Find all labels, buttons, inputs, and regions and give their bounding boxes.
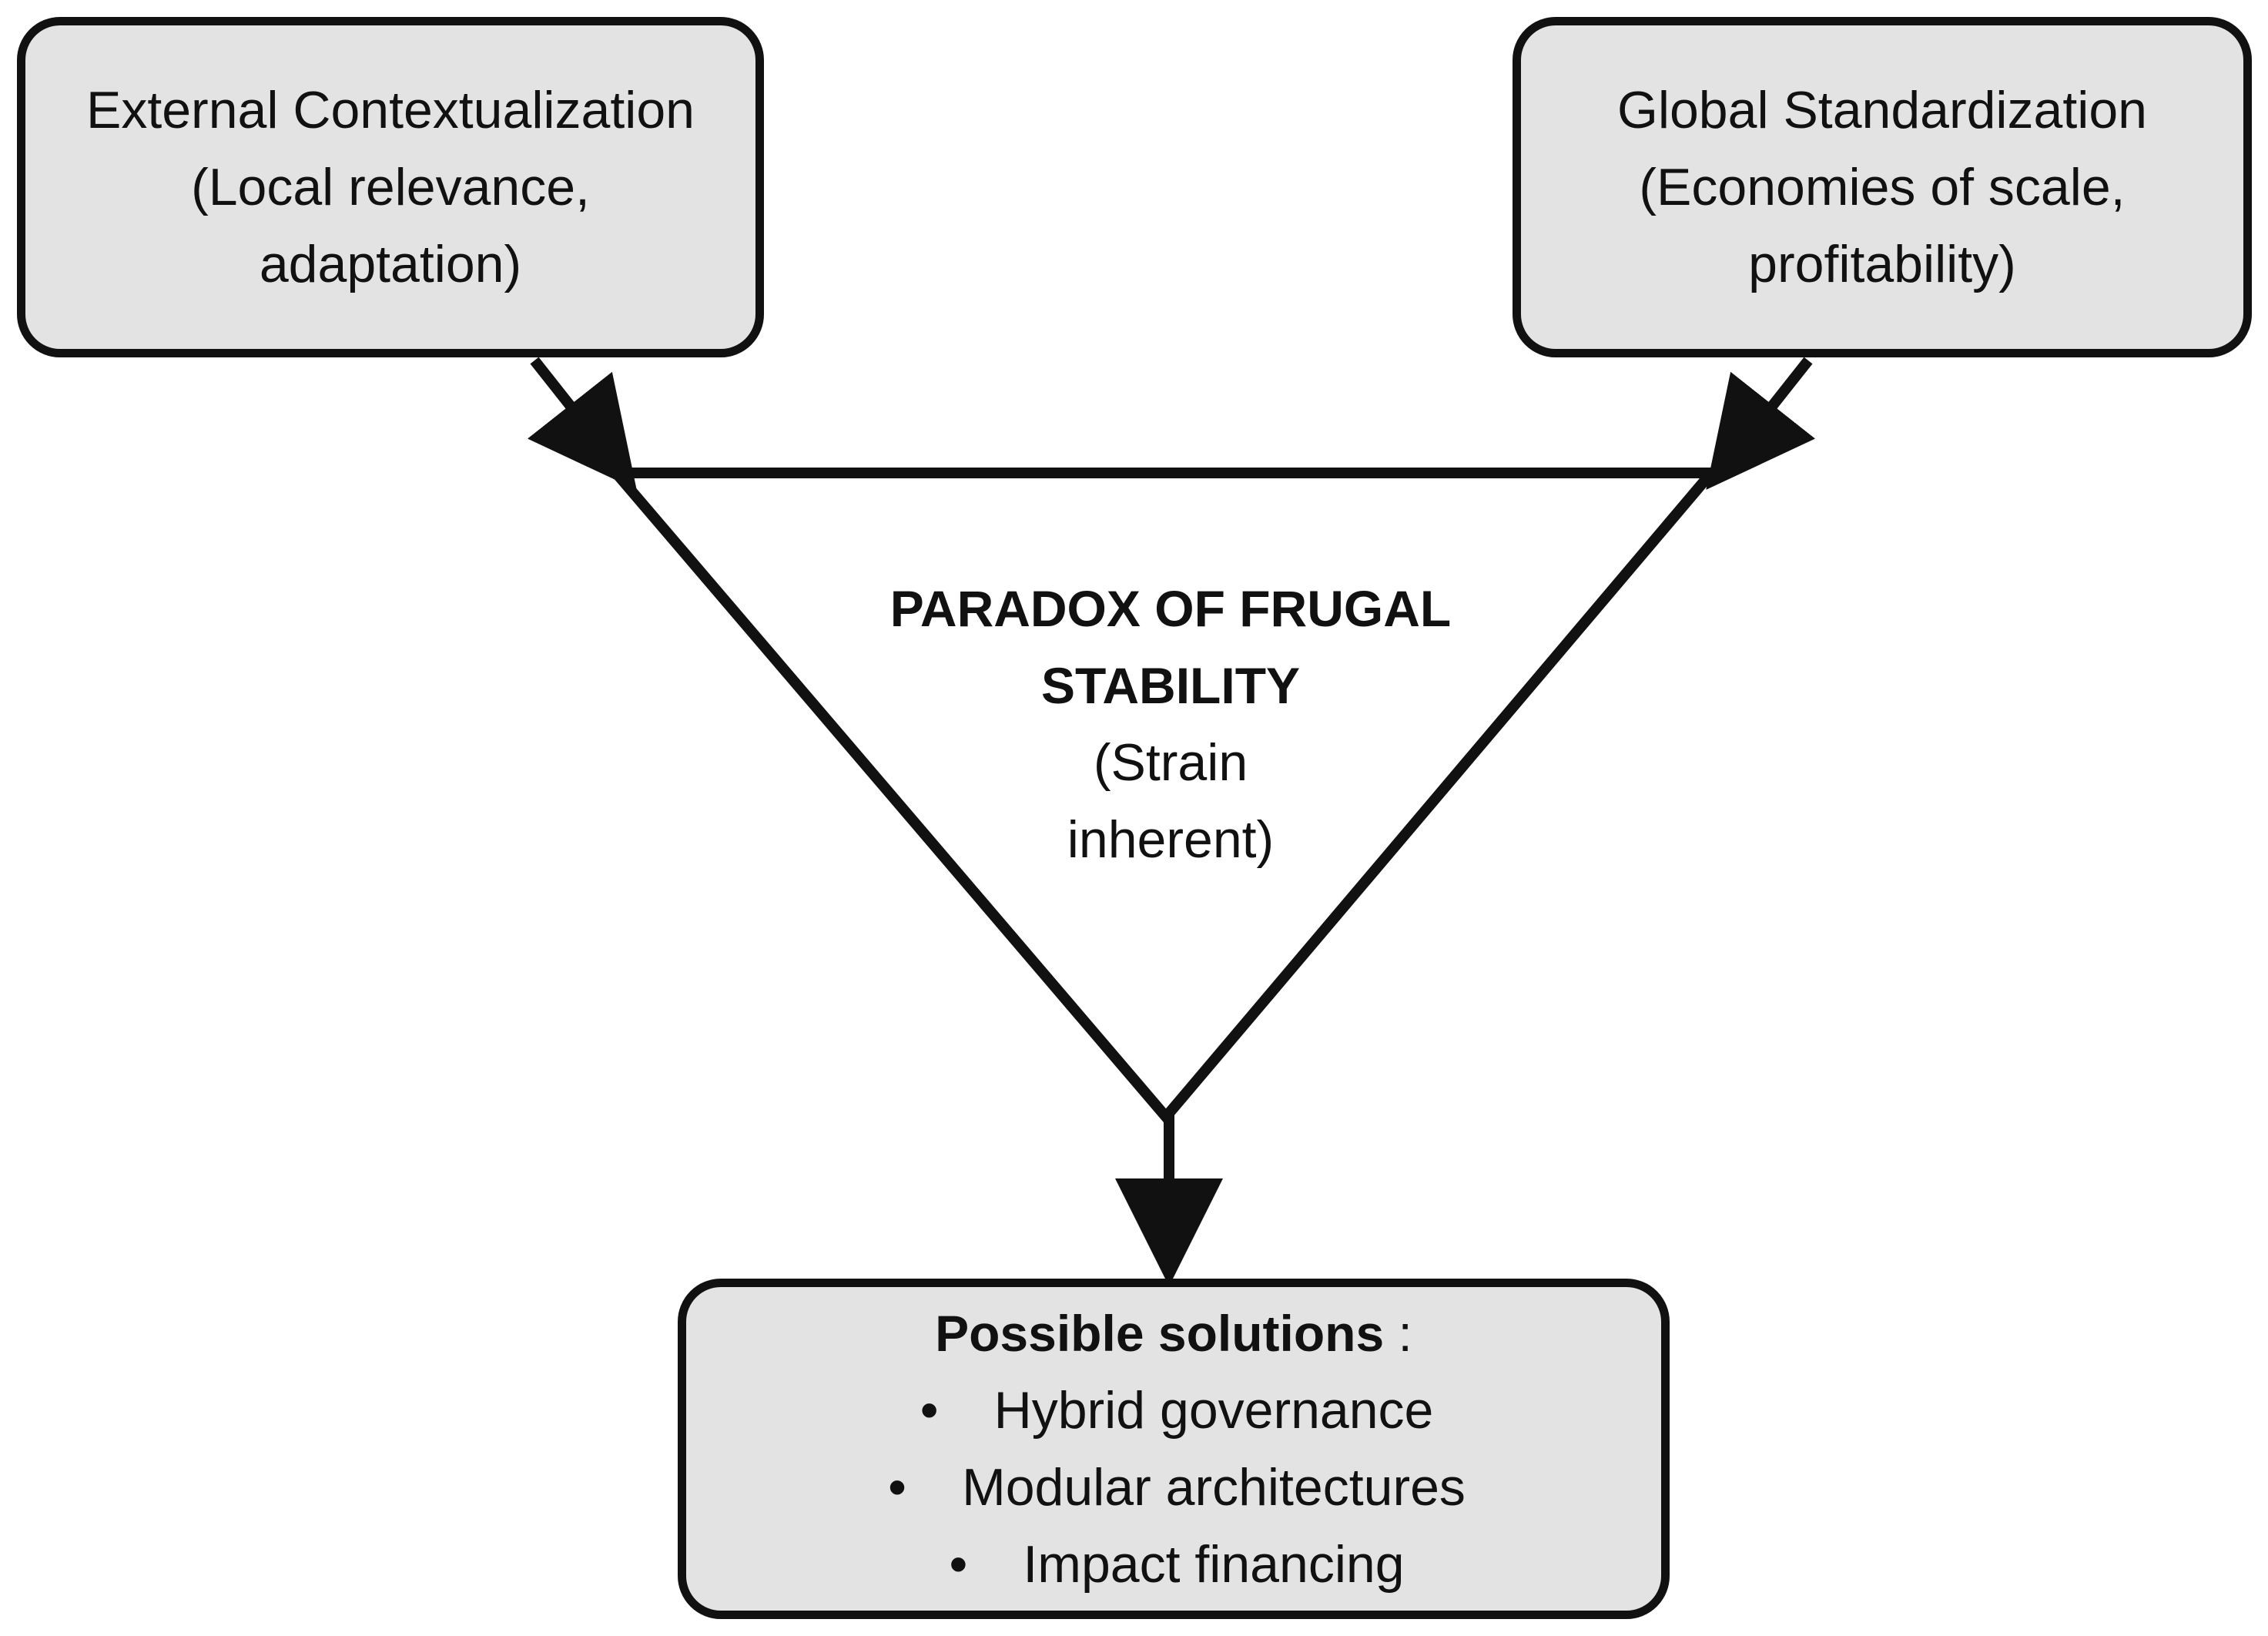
solution-item-label: Modular architectures xyxy=(962,1458,1466,1517)
bullet-icon: • xyxy=(888,1458,906,1517)
paradox-subtitle-line-1: (Strain xyxy=(1093,733,1248,792)
possible-solutions-box: Possible solutions : •Hybrid governance … xyxy=(678,1279,1670,1619)
paradox-subtitle-line-2: inherent) xyxy=(1067,810,1275,869)
paradox-title-line-1: PARADOX OF FRUGAL xyxy=(889,580,1452,637)
solutions-title: Possible solutions xyxy=(935,1305,1385,1362)
solution-item: • Hybrid governance xyxy=(914,1372,1434,1449)
arrow-right-to-triangle xyxy=(1706,357,1816,490)
paradox-triangle xyxy=(604,468,1724,1125)
global-standardization-box: Global Standardization (Economies of sca… xyxy=(1513,17,2252,357)
solutions-heading: Possible solutions : xyxy=(935,1295,1412,1372)
bullet-icon: • xyxy=(920,1381,939,1440)
left-box-detail-1: (Local relevance, xyxy=(191,158,590,216)
solution-item: • Impact financing xyxy=(943,1526,1405,1603)
right-box-detail-2: profitability) xyxy=(1748,235,2016,293)
paradox-label: PARADOX OF FRUGAL STABILITY (Strain inhe… xyxy=(809,570,1533,878)
solutions-colon: : xyxy=(1384,1305,1412,1362)
right-box-detail-1: (Economies of scale, xyxy=(1639,158,2126,216)
arrow-left-to-triangle xyxy=(527,357,637,490)
solution-item: • Modular architectures xyxy=(882,1449,1466,1526)
left-box-detail-2: adaptation) xyxy=(259,235,522,293)
paradox-title-line-2: STABILITY xyxy=(1040,657,1301,714)
left-box-title: External Contextualization xyxy=(85,81,695,139)
right-box-title: Global Standardization xyxy=(1616,81,2147,139)
solution-item-label: Hybrid governance xyxy=(993,1381,1434,1440)
solution-item-label: Impact financing xyxy=(1023,1535,1405,1594)
external-contextualization-box: External Contextualization (Local releva… xyxy=(17,17,764,357)
bullet-icon: • xyxy=(949,1535,968,1594)
